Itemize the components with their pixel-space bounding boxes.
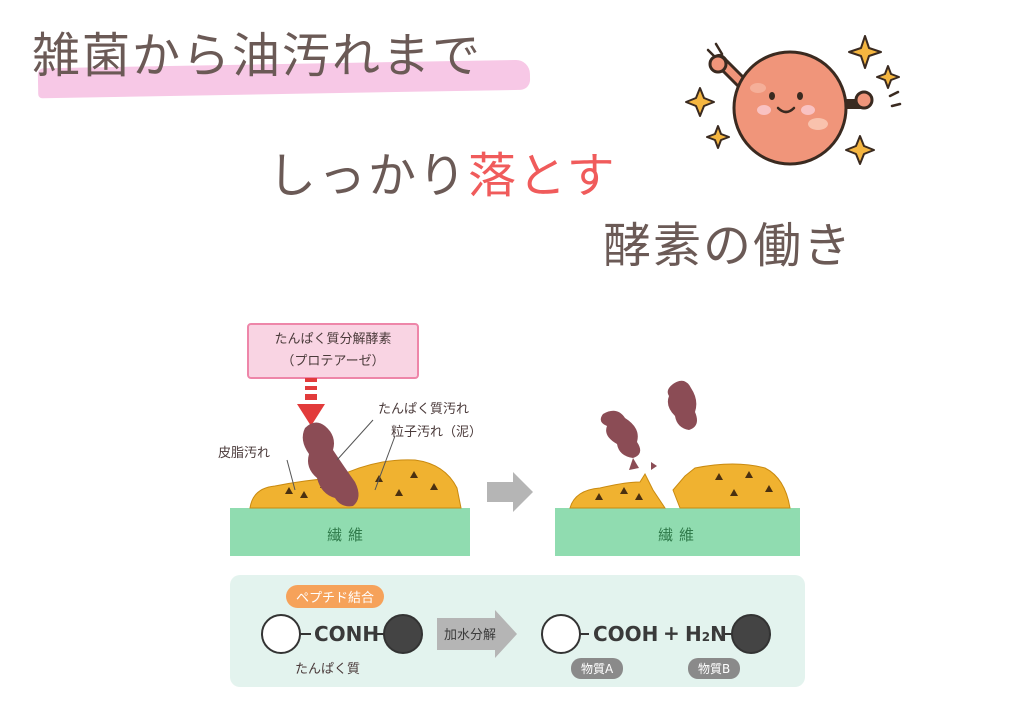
headline-line-2: しっかり落とす <box>268 152 617 200</box>
amine-sub: 2 <box>701 630 711 644</box>
molecule-right-white <box>541 614 581 654</box>
amine-h: H <box>685 622 702 646</box>
amine-n: N <box>710 622 727 646</box>
stain-after-left <box>569 472 666 509</box>
peptide-bond-badge: ペプチド結合 <box>286 585 385 608</box>
headline-line-1: 雑菌から油汚れまで <box>32 28 483 84</box>
headline-line-2-plain: しっかり <box>268 148 469 204</box>
sparkle-icon <box>685 35 900 165</box>
molecule-left-white <box>261 614 301 654</box>
plus-sign: + <box>663 621 680 645</box>
substance-a-badge: 物質A <box>571 658 624 679</box>
gray-right-arrow-icon <box>487 472 533 512</box>
stain-after-right <box>672 463 791 509</box>
left-caption: たんぱく質 <box>295 662 361 677</box>
fiber-before <box>230 508 470 556</box>
fiber-after <box>555 508 800 556</box>
molecule-left-dark <box>383 614 423 654</box>
enzyme-callout-line-2: （プロテアーゼ） <box>281 354 385 369</box>
protein-stain-before <box>302 422 359 507</box>
amine-text: H2N <box>685 622 727 646</box>
substance-b-badge: 物質B <box>688 658 741 679</box>
fiber-label-before: 繊維 <box>327 526 370 544</box>
enzyme-character-icon <box>685 35 902 166</box>
headline-line-2-accent: 落とす <box>468 148 617 204</box>
protein-fragment-2 <box>667 380 697 430</box>
molecule-right-dark <box>731 614 771 654</box>
enzyme-callout-line-1: たんぱく質分解酵素 <box>274 332 392 347</box>
label-protein-stain: たんぱく質汚れ <box>378 402 470 417</box>
red-down-arrow-icon <box>297 378 325 426</box>
fiber-label-after: 繊維 <box>658 526 701 544</box>
product-acid-text: COOH <box>593 622 659 646</box>
stain-diagram <box>230 378 800 556</box>
reaction-shapes <box>261 610 771 658</box>
headline-line-3: 酵素の働き <box>603 218 854 274</box>
protein-fragment-1 <box>600 410 641 458</box>
label-sebum-stain: 皮脂汚れ <box>218 446 271 461</box>
enzyme-callout: たんぱく質分解酵素 （プロテアーゼ） <box>247 323 419 379</box>
process-label: 加水分解 <box>444 628 497 643</box>
hydrolysis-arrow-icon <box>437 610 517 658</box>
label-particle-stain: 粒子汚れ（泥） <box>391 425 483 440</box>
left-group-text: CONH <box>314 622 380 646</box>
